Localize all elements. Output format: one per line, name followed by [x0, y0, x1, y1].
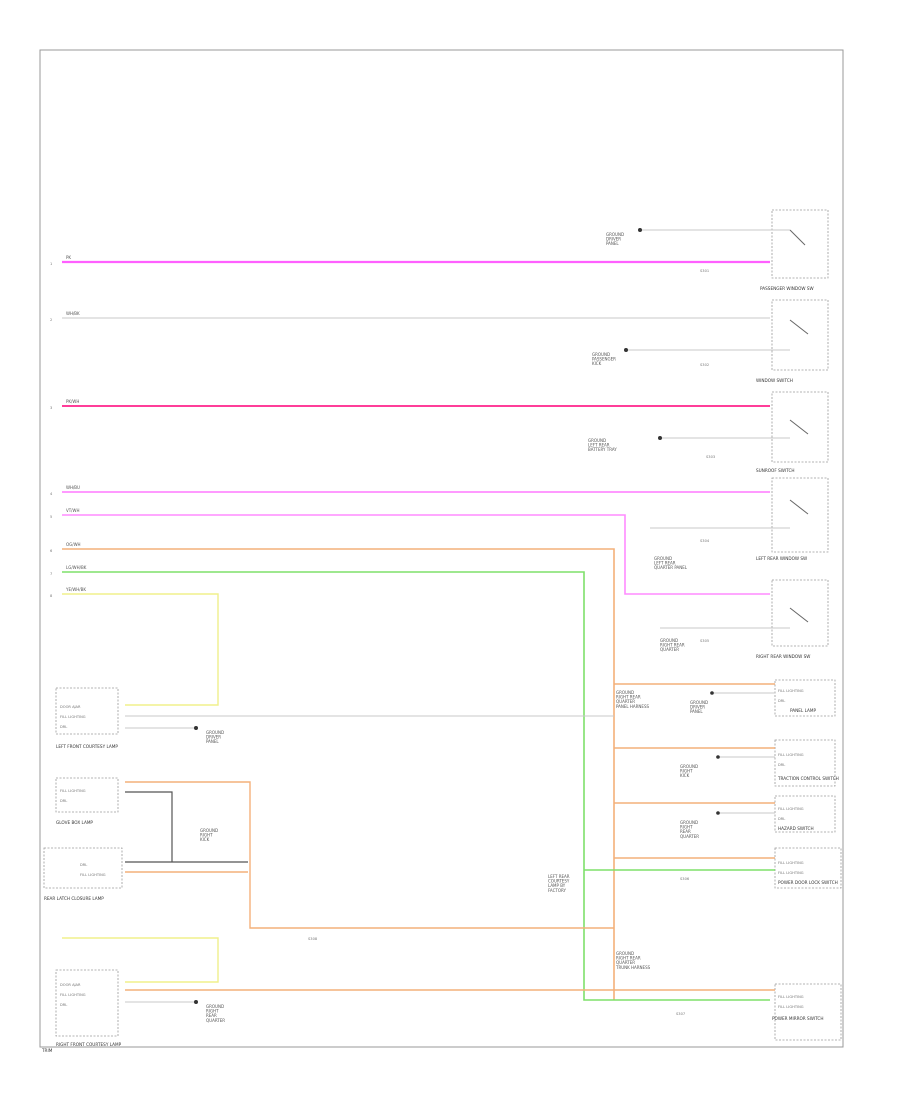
svg-text:DRL: DRL — [778, 763, 785, 767]
svg-text:FILL LIGHTING: FILL LIGHTING — [778, 861, 804, 865]
rf-courtesy-lamp-label: RIGHT FRONT COURTESY LAMP — [56, 1042, 122, 1047]
wire-end-7: 7 — [50, 572, 52, 576]
wire-label-8: YE/WH/BK — [65, 587, 86, 592]
left-front-courtesy-lamp: DOOR AJAR FILL LIGHTING DRL LEFT FRONT C… — [55, 687, 614, 749]
wire-end-6: 6 — [50, 549, 53, 553]
wire-label-1: PK — [66, 255, 71, 260]
svg-text:DRL: DRL — [60, 725, 67, 729]
svg-text:FILL LIGHTING: FILL LIGHTING — [60, 715, 86, 719]
wire-violet-white — [62, 514, 770, 595]
power-mirror-switch: FILL LIGHTING FILL LIGHTING POWER MIRROR… — [125, 983, 842, 1041]
wire-label-4: WH/BU — [66, 485, 80, 490]
svg-text:FILL LIGHTING: FILL LIGHTING — [60, 993, 86, 997]
svg-text:DRL: DRL — [60, 1003, 67, 1007]
svg-text:FILL LIGHTING: FILL LIGHTING — [778, 689, 804, 693]
svg-text:DOOR AJAR: DOOR AJAR — [60, 705, 81, 709]
svg-text:FILL LIGHTING: FILL LIGHTING — [80, 873, 106, 877]
corner-label: TRIM — [41, 1048, 53, 1053]
wire-label-3: PK/WH — [66, 399, 79, 404]
svg-text:S306: S306 — [680, 877, 690, 881]
svg-text:S307: S307 — [676, 1012, 685, 1016]
traction-control-switch: FILL LIGHTING DRL TRACTION CONTROL SWITC… — [614, 739, 839, 787]
switch-1-label: PASSENGER WINDOW SW — [760, 286, 814, 291]
svg-text:FILL LIGHTING: FILL LIGHTING — [778, 807, 804, 811]
svg-text:DRL: DRL — [778, 817, 785, 821]
splice-2: S302 — [700, 363, 709, 367]
wire-label-6: OG/WH — [66, 542, 81, 547]
hazard-switch-label: HAZARD SWITCH — [778, 826, 814, 831]
svg-text:DRL: DRL — [60, 799, 67, 803]
svg-text:FILL LIGHTING: FILL LIGHTING — [778, 1005, 804, 1009]
glove-box-lamp: FILL LIGHTING DRL GLOVE BOX LAMP S308 — [55, 777, 614, 941]
wire-end-3: 3 — [50, 406, 52, 410]
mirror-switch-label: POWER MIRROR SWITCH — [772, 1016, 823, 1021]
wire-end-2: 2 — [50, 318, 52, 322]
switch-3-label: SUNROOF SWITCH — [756, 468, 795, 473]
svg-text:DRL: DRL — [80, 863, 87, 867]
wire-end-1: 1 — [50, 262, 52, 266]
wire-end-5: 5 — [50, 515, 52, 519]
door-lock-switch-label: POWER DOOR LOCK SWITCH — [778, 880, 838, 885]
switch-5-label: RIGHT REAR WINDOW SW — [756, 654, 810, 659]
splice-1: S301 — [700, 269, 709, 273]
hazard-switch: FILL LIGHTING DRL HAZARD SWITCH — [614, 795, 836, 833]
wire-light-green — [62, 571, 770, 1001]
diagram-frame — [39, 49, 844, 1048]
wire-yellow — [62, 593, 219, 706]
wire-end-8: 8 — [50, 594, 53, 598]
right-front-courtesy-lamp: DOOR AJAR FILL LIGHTING DRL RIGHT FRONT … — [55, 937, 225, 1047]
svg-text:DOOR AJAR: DOOR AJAR — [60, 983, 81, 987]
svg-text:DRL: DRL — [778, 699, 785, 703]
splice-4: S304 — [700, 539, 710, 543]
splice-3: S303 — [706, 455, 715, 459]
panel-lamp: FILL LIGHTING DRL PANEL LAMP — [614, 679, 836, 717]
svg-text:FILL LIGHTING: FILL LIGHTING — [778, 995, 804, 999]
svg-text:S308: S308 — [308, 937, 318, 941]
traction-switch-label: TRACTION CONTROL SWITCH — [777, 776, 839, 781]
rear-latch-lamp-label: REAR LATCH CLOSURE LAMP — [44, 896, 104, 901]
switch-2-label: WINDOW SWITCH — [756, 378, 793, 383]
wire-label-5: VT/WH — [66, 508, 80, 513]
panel-lamp-label: PANEL LAMP — [790, 708, 816, 713]
glove-box-lamp-label: GLOVE BOX LAMP — [56, 820, 93, 825]
power-door-lock-switch: FILL LIGHTING FILL LIGHTING POWER DOOR L… — [584, 847, 842, 889]
splice-5: S305 — [700, 639, 709, 643]
lf-courtesy-lamp-label: LEFT FRONT COURTESY LAMP — [56, 744, 118, 749]
svg-text:FILL LIGHTING: FILL LIGHTING — [778, 871, 804, 875]
wire-orange-white — [62, 548, 615, 1000]
wire-label-2: WH/BK — [66, 311, 80, 316]
rear-latch-closure-lamp: DRL FILL LIGHTING REAR LATCH CLOSURE LAM… — [43, 828, 248, 901]
svg-text:FILL LIGHTING: FILL LIGHTING — [60, 789, 86, 793]
switch-4-label: LEFT REAR WINDOW SW — [756, 556, 807, 561]
wire-label-7: LG/WH/BK — [66, 565, 87, 570]
wire-end-4: 4 — [50, 492, 53, 496]
svg-text:FILL LIGHTING: FILL LIGHTING — [778, 753, 804, 757]
